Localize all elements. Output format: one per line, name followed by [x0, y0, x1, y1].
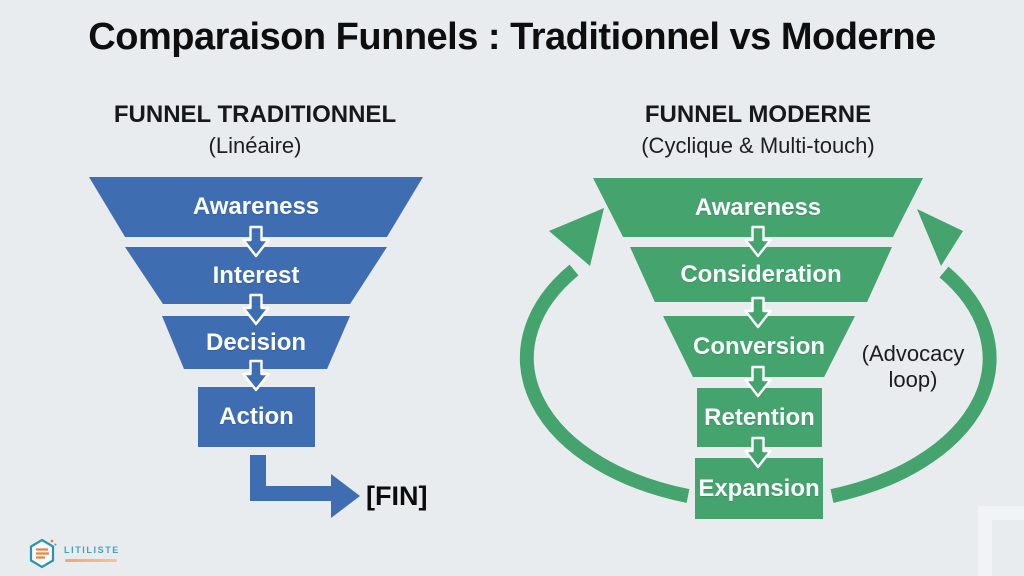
traditional-funnel-subheading: (Linéaire) — [208, 133, 302, 158]
advocacy-loop-left-arrowhead-icon — [549, 208, 604, 266]
stage-label: Expansion — [698, 474, 820, 502]
traditional-funnel-heading: FUNNEL TRADITIONNEL — [113, 101, 397, 128]
modern-stage-expansion: Expansion — [695, 458, 823, 519]
logo-sparkle-icon — [50, 539, 54, 543]
advocacy-loop-right-arrowhead-icon — [917, 209, 963, 266]
stage-label: Action — [219, 403, 294, 430]
traditional-funnel-heading-block: FUNNEL TRADITIONNEL (Linéaire) — [55, 101, 455, 159]
traditional-stage-decision: Decision — [162, 316, 350, 369]
stage-label: Decision — [205, 328, 307, 356]
stage-label: Awareness — [694, 193, 822, 221]
stage-label: Consideration — [680, 260, 842, 288]
logo-tagline — [65, 559, 117, 562]
page-title: Comparaison Funnels : Traditionnel vs Mo… — [88, 16, 936, 58]
stage-label: Conversion — [692, 332, 826, 360]
modern-funnel-heading: FUNNEL MODERNE — [644, 101, 872, 128]
fin-label: [FIN] — [366, 481, 428, 511]
stage-label: Awareness — [192, 193, 320, 220]
advocacy-loop-left-arc-icon — [519, 264, 690, 503]
stage-label: Interest — [212, 261, 300, 289]
traditional-stage-action: Action — [198, 387, 315, 447]
end-elbow-arrow-icon — [250, 455, 360, 518]
modern-funnel-subheading: (Cyclique & Multi-touch) — [641, 133, 875, 158]
traditional-stage-interest: Interest — [125, 247, 387, 304]
modern-stage-retention: Retention — [697, 388, 822, 447]
traditional-stage-awareness: Awareness — [89, 177, 423, 237]
logo-brand-text: LITILISTE — [64, 545, 120, 555]
modern-stage-conversion: Conversion — [663, 316, 855, 377]
watermark — [978, 506, 1024, 576]
logo-sparkle-icon — [54, 543, 57, 546]
modern-stage-awareness: Awareness — [593, 178, 923, 237]
modern-stage-consideration: Consideration — [630, 247, 892, 302]
advocacy-loop-label: (Advocacy loop) — [861, 341, 965, 392]
stage-label: Retention — [704, 403, 815, 431]
litiliste-logo-icon — [29, 538, 57, 569]
modern-funnel-heading-block: FUNNEL MODERNE (Cyclique & Multi-touch) — [558, 101, 958, 159]
